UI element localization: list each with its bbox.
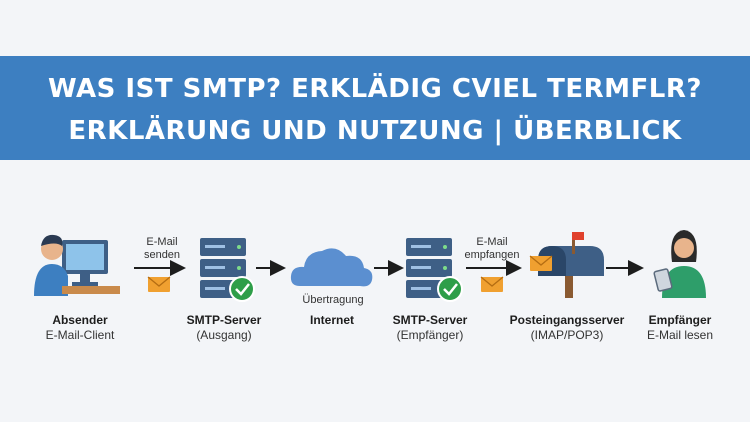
person-with-tablet-icon: [653, 230, 706, 298]
node-subtitle: (IMAP/POP3): [530, 328, 604, 342]
receive-note-line-2: empfangen: [464, 249, 520, 261]
node-label-sender: Absender E-Mail-Client: [10, 313, 150, 343]
server-check-icon: [200, 238, 255, 302]
node-label-inbox-server: Posteingangsserver (IMAP/POP3): [497, 313, 637, 343]
receive-note: E-Mail empfangen: [456, 236, 528, 262]
node-label-smtp-in: SMTP-Server (Empfänger): [360, 313, 500, 343]
node-title: Posteingangsserver: [509, 313, 625, 327]
node-title: SMTP-Server: [186, 313, 262, 327]
node-subtitle: E-Mail-Client: [45, 328, 115, 342]
node-title: Internet: [309, 313, 354, 327]
send-note-line-2: senden: [143, 249, 181, 261]
person-at-computer-icon: [34, 234, 120, 296]
server-check-icon: [406, 238, 463, 302]
node-label-internet: Internet: [262, 313, 402, 328]
title-line-1: WAS IST SMTP? ERKLÄDIG CVIEL TERMFLR?: [48, 74, 702, 104]
envelope-icon: [480, 276, 504, 292]
title-banner: [0, 56, 750, 160]
node-subtitle: E-Mail lesen: [646, 328, 714, 342]
node-subtitle: (Ausgang): [196, 328, 252, 342]
transfer-note: Übertragung: [302, 294, 364, 306]
send-note: E-Mail senden: [140, 236, 184, 262]
node-title: Empfänger: [648, 313, 712, 327]
node-label-smtp-out: SMTP-Server (Ausgang): [154, 313, 294, 343]
cloud-icon: [290, 248, 373, 287]
receive-note-line-1: E-Mail: [476, 236, 508, 248]
node-title: Absender: [52, 313, 108, 327]
title-line-2: ERKLÄRUNG UND NUTZUNG | ÜBERBLICK: [68, 116, 682, 146]
node-label-recipient: Empfänger E-Mail lesen: [610, 313, 750, 343]
send-note-line-1: E-Mail: [146, 236, 178, 248]
envelope-icon: [147, 276, 171, 292]
node-title: SMTP-Server: [392, 313, 468, 327]
node-subtitle: (Empfänger): [396, 328, 464, 342]
mailbox-icon: [529, 232, 604, 298]
